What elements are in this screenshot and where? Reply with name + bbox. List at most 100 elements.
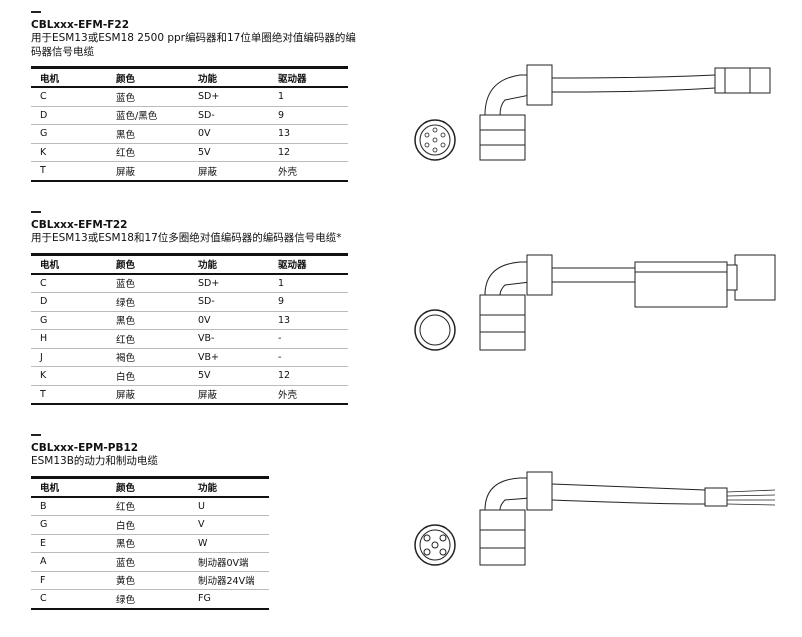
table-cell: 蓝色 — [107, 273, 189, 293]
section-description: 用于ESM13或ESM18和17位多圈绝对值编码器的编码器信号电缆* — [31, 232, 342, 244]
table-cell: W — [189, 534, 269, 553]
table-cell: 蓝色 — [107, 552, 189, 572]
cable-drawing-pb12 — [414, 471, 776, 566]
table-cell: J — [31, 348, 107, 367]
table-cell: 12 — [269, 143, 348, 162]
table-cell: 蓝色 — [107, 87, 189, 107]
table-cell: 外壳 — [269, 161, 348, 182]
column-header: 电机 — [31, 252, 107, 275]
table-header-row: 电机颜色功能驱动器 — [31, 252, 348, 275]
table-cell: F — [31, 571, 107, 590]
table-cell: 制动器0V端 — [189, 552, 269, 572]
table-cell: 黑色 — [107, 124, 189, 144]
cable-drawing-f22 — [414, 64, 771, 161]
table-cell: C — [31, 87, 107, 107]
table-cell: 1 — [269, 87, 348, 107]
table-cell: 12 — [269, 366, 348, 386]
table-cell: 黑色 — [107, 534, 189, 553]
table-cell: E — [31, 534, 107, 553]
section-title: CBLxxx-EFM-F22 — [31, 19, 130, 31]
table-cell: - — [269, 329, 348, 349]
table-cell: 白色 — [107, 515, 189, 535]
table-cell: VB- — [189, 329, 269, 349]
table-header-row: 电机颜色功能 — [31, 475, 269, 498]
table-cell: 蓝色/黑色 — [107, 106, 189, 125]
table-cell: SD- — [189, 106, 269, 125]
column-header: 颜色 — [107, 252, 189, 275]
table-cell: 绿色 — [107, 292, 189, 312]
table-cell: VB+ — [189, 348, 269, 367]
table-cell: V — [189, 515, 269, 535]
column-header: 颜色 — [107, 475, 189, 498]
section-title: CBLxxx-EFM-T22 — [31, 219, 128, 231]
table-cell: 绿色 — [107, 589, 189, 610]
table-cell: U — [189, 496, 269, 516]
cable-drawing-t22 — [414, 254, 776, 351]
table-cell: G — [31, 124, 107, 144]
table-cell: 5V — [189, 366, 269, 386]
column-header: 功能 — [189, 66, 269, 88]
table-cell: K — [31, 366, 107, 386]
section-dash — [31, 211, 41, 213]
table-cell: SD+ — [189, 87, 269, 107]
table-cell: SD- — [189, 292, 269, 312]
column-header: 驱动器 — [269, 252, 348, 275]
section-description: 用于ESM13或ESM18 2500 ppr编码器和17位单圈绝对值编码器的编码… — [31, 32, 356, 58]
table-cell: 屏蔽 — [107, 385, 189, 405]
table-cell: D — [31, 106, 107, 125]
table-cell: 0V — [189, 124, 269, 144]
column-header: 电机 — [31, 475, 107, 498]
table-cell: 屏蔽 — [189, 161, 269, 182]
column-header: 颜色 — [107, 66, 189, 88]
column-header: 功能 — [189, 252, 269, 275]
table-header-row: 电机颜色功能驱动器 — [31, 66, 348, 88]
table-cell: SD+ — [189, 273, 269, 293]
table-cell: 1 — [269, 273, 348, 293]
table-cell: 13 — [269, 311, 348, 330]
table-cell: 红色 — [107, 143, 189, 162]
table-cell: 黑色 — [107, 311, 189, 330]
section-dash — [31, 11, 41, 13]
table-cell: 0V — [189, 311, 269, 330]
column-header: 电机 — [31, 66, 107, 88]
table-cell: G — [31, 311, 107, 330]
table-cell: K — [31, 143, 107, 162]
column-header: 驱动器 — [269, 66, 348, 88]
table-cell: 屏蔽 — [107, 161, 189, 182]
table-cell: 9 — [269, 292, 348, 312]
connector-face-icon — [414, 119, 456, 161]
section-title: CBLxxx-EPM-PB12 — [31, 442, 139, 454]
table-cell: T — [31, 161, 107, 182]
table-cell: FG — [189, 589, 269, 610]
table-cell: 红色 — [107, 496, 189, 516]
table-cell: 9 — [269, 106, 348, 125]
table-cell: D — [31, 292, 107, 312]
table-cell: - — [269, 348, 348, 367]
table-cell: H — [31, 329, 107, 349]
table-cell: 褐色 — [107, 348, 189, 367]
table-cell: C — [31, 273, 107, 293]
table-cell: 屏蔽 — [189, 385, 269, 405]
column-header: 功能 — [189, 475, 269, 498]
table-cell: 5V — [189, 143, 269, 162]
